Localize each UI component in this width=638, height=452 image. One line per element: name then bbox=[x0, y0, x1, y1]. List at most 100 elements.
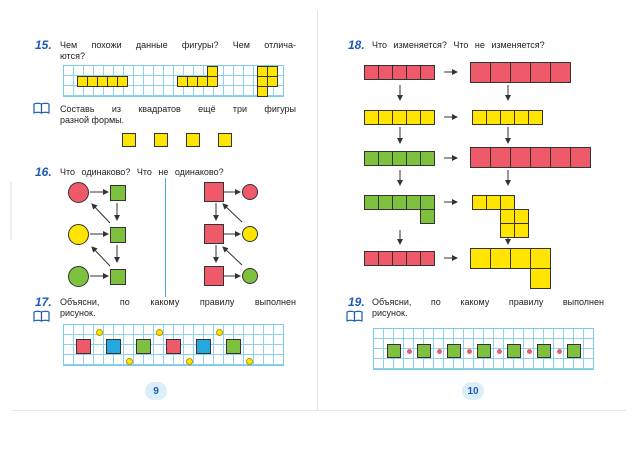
yellow-square bbox=[514, 223, 529, 238]
green-square bbox=[364, 195, 379, 210]
blue-square bbox=[196, 339, 211, 354]
green-square bbox=[110, 227, 126, 243]
yellow-square bbox=[392, 110, 407, 125]
red-square bbox=[420, 65, 435, 80]
green-square bbox=[378, 195, 393, 210]
red-square bbox=[510, 62, 531, 83]
yellow-square bbox=[420, 110, 435, 125]
green-square bbox=[420, 195, 435, 210]
green-square bbox=[364, 151, 379, 166]
green-square bbox=[537, 344, 551, 358]
yellow-square bbox=[486, 110, 501, 125]
yellow-square bbox=[500, 209, 515, 224]
page-number-left: 9 bbox=[145, 382, 167, 400]
yellow-square bbox=[472, 110, 487, 125]
exercise-15-text-2: ются? bbox=[60, 51, 85, 61]
red-dot bbox=[467, 349, 472, 354]
blue-square bbox=[106, 339, 121, 354]
yellow-square bbox=[500, 223, 515, 238]
red-square bbox=[490, 147, 511, 168]
red-square bbox=[392, 65, 407, 80]
red-square bbox=[470, 147, 491, 168]
red-square bbox=[490, 62, 511, 83]
left-page: 15. Чем похожи данные фигуры? Чем отлича… bbox=[12, 10, 316, 410]
page-divider bbox=[317, 10, 318, 410]
exercise-15-subtask-2: разной формы. bbox=[60, 115, 125, 125]
yellow-square bbox=[378, 110, 393, 125]
exercise-19-text-2: рисунок. bbox=[372, 308, 408, 318]
yellow-square bbox=[510, 248, 531, 269]
red-square bbox=[166, 339, 181, 354]
yellow-square bbox=[472, 195, 487, 210]
red-square bbox=[392, 251, 407, 266]
yellow-dot bbox=[216, 329, 223, 336]
yellow-square bbox=[486, 195, 501, 210]
red-square bbox=[364, 65, 379, 80]
yellow-square bbox=[267, 76, 278, 87]
green-square bbox=[420, 209, 435, 224]
green-square bbox=[392, 151, 407, 166]
yellow-circle bbox=[68, 224, 89, 245]
yellow-square bbox=[528, 110, 543, 125]
yellow-square bbox=[154, 133, 168, 147]
green-square bbox=[136, 339, 151, 354]
exercise-16-divider bbox=[165, 178, 166, 297]
red-square bbox=[420, 251, 435, 266]
red-dot bbox=[407, 349, 412, 354]
red-dot bbox=[437, 349, 442, 354]
red-square bbox=[406, 251, 421, 266]
green-square bbox=[477, 344, 491, 358]
yellow-dot bbox=[126, 358, 133, 365]
red-square bbox=[530, 62, 551, 83]
open-book-icon bbox=[346, 310, 363, 322]
red-square bbox=[204, 266, 224, 286]
red-square bbox=[510, 147, 531, 168]
green-square bbox=[110, 185, 126, 201]
green-square bbox=[417, 344, 431, 358]
yellow-circle bbox=[242, 226, 258, 242]
red-square bbox=[550, 62, 571, 83]
yellow-square bbox=[186, 133, 200, 147]
red-dot bbox=[527, 349, 532, 354]
yellow-dot bbox=[96, 329, 103, 336]
red-square bbox=[204, 224, 224, 244]
green-square bbox=[110, 269, 126, 285]
yellow-square bbox=[500, 195, 515, 210]
green-square bbox=[420, 151, 435, 166]
green-square bbox=[392, 195, 407, 210]
green-square bbox=[447, 344, 461, 358]
green-square bbox=[567, 344, 581, 358]
red-square bbox=[406, 65, 421, 80]
green-square bbox=[378, 151, 393, 166]
green-square bbox=[406, 195, 421, 210]
yellow-square bbox=[218, 133, 232, 147]
yellow-square bbox=[514, 209, 529, 224]
yellow-square bbox=[530, 248, 551, 269]
exercise-15-number: 15. bbox=[35, 38, 52, 52]
exercise-15-text: Чем похожи данные фигуры? Чем отлича- bbox=[60, 40, 296, 50]
bottom-rule bbox=[12, 410, 626, 411]
exercise-16-number: 16. bbox=[35, 165, 52, 179]
exercise-17-grid bbox=[63, 324, 284, 366]
red-square bbox=[76, 339, 91, 354]
red-square bbox=[550, 147, 571, 168]
green-square bbox=[387, 344, 401, 358]
yellow-dot bbox=[246, 358, 253, 365]
exercise-17-text: Объясни, по какому правилу выполнен bbox=[60, 297, 296, 307]
green-square bbox=[226, 339, 241, 354]
yellow-dot bbox=[186, 358, 193, 365]
yellow-dot bbox=[156, 329, 163, 336]
yellow-square bbox=[364, 110, 379, 125]
green-circle bbox=[242, 268, 258, 284]
yellow-square bbox=[207, 76, 218, 87]
red-square bbox=[530, 147, 551, 168]
red-dot bbox=[557, 349, 562, 354]
yellow-square bbox=[490, 248, 511, 269]
red-circle bbox=[68, 182, 89, 203]
red-square bbox=[378, 65, 393, 80]
exercise-18-number: 18. bbox=[348, 38, 365, 52]
green-circle bbox=[68, 266, 89, 287]
exercise-18-text: Что изменяется? Что не изменяется? bbox=[372, 40, 545, 50]
page-number-right: 10 bbox=[462, 382, 484, 400]
yellow-square bbox=[530, 268, 551, 289]
